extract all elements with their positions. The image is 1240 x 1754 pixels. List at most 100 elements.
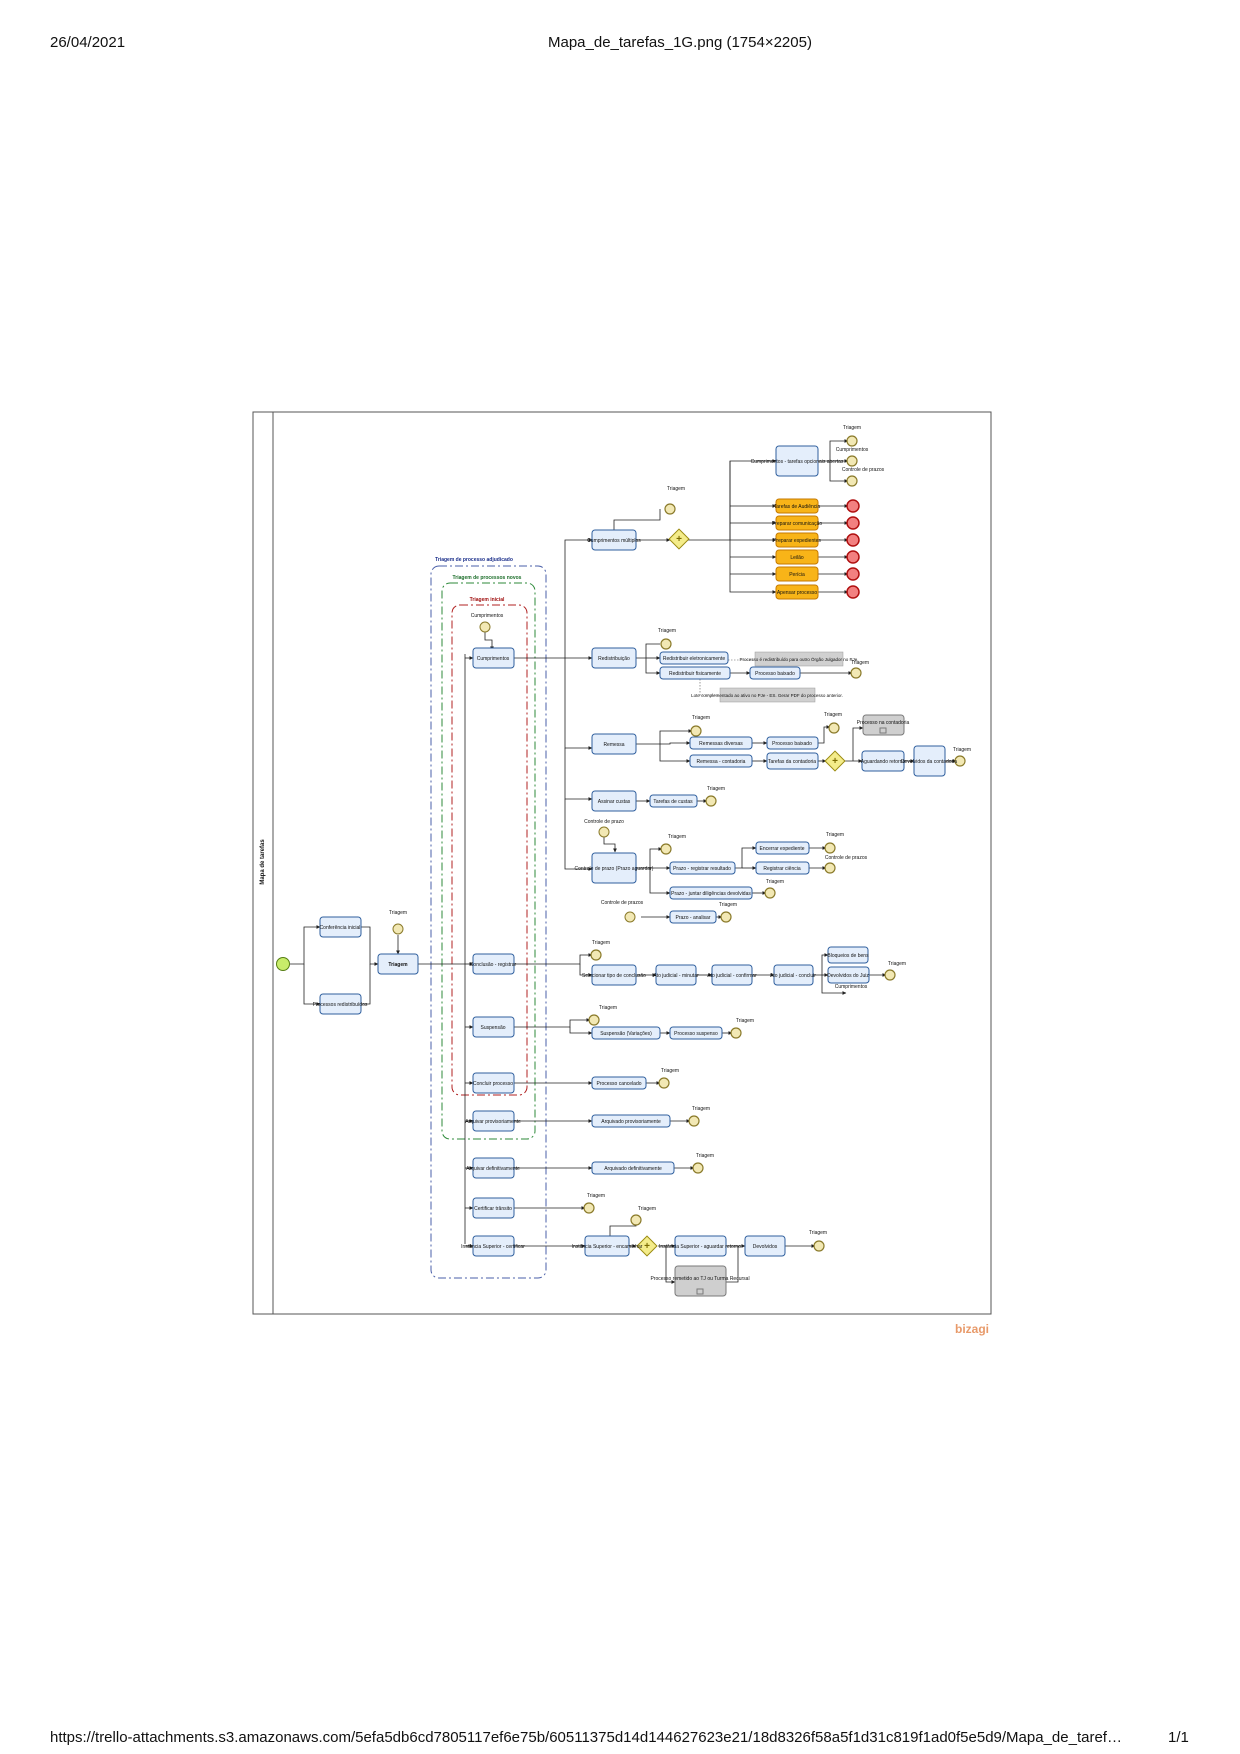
task-processo-suspenso[interactable]: Processo suspenso bbox=[669, 1026, 723, 1040]
svg-text:Arquivar provisoriamente: Arquivar provisoriamente bbox=[465, 1119, 521, 1125]
task-arquivado-def[interactable]: Arquivado definitivamente bbox=[591, 1161, 675, 1175]
task-leilao[interactable]: Leilão bbox=[775, 549, 819, 565]
task-instancia-certificar[interactable]: Instância Superior - certificar bbox=[461, 1235, 525, 1257]
task-selecionar-conclusao[interactable]: Selecionar tipo de conclusão bbox=[582, 964, 646, 986]
task-processo-cancelado[interactable]: Processo cancelado bbox=[591, 1076, 647, 1090]
task-triagem[interactable]: Triagem bbox=[377, 953, 419, 975]
svg-text:Leilão: Leilão bbox=[790, 555, 804, 561]
task-tarefas-audiencia[interactable]: Tarefas de Audiência bbox=[774, 498, 821, 514]
task-redistribuicao[interactable]: Redistribuição bbox=[591, 647, 637, 669]
task-conferencia[interactable]: Conferência inicial bbox=[319, 916, 362, 938]
task-remessas-diversas[interactable]: Remessas diversas bbox=[689, 736, 753, 750]
footer-url[interactable]: https://trello-attachments.s3.amazonaws.… bbox=[50, 1729, 1122, 1746]
svg-text:Ato judicial - concluir: Ato judicial - concluir bbox=[770, 973, 816, 979]
task-bloqueios[interactable]: Bloqueios de bens bbox=[827, 946, 869, 964]
svg-text:Redistribuir fisicamente: Redistribuir fisicamente bbox=[669, 671, 721, 677]
task-instancia-encaminhar[interactable]: Instância Superior - encaminhar bbox=[572, 1235, 643, 1257]
task-apensar[interactable]: Apensar processo bbox=[775, 584, 819, 600]
svg-text:+: + bbox=[644, 1241, 650, 1252]
task-ato-concluir[interactable]: Ato judicial - concluir bbox=[770, 964, 816, 986]
svg-text:Assinar custas: Assinar custas bbox=[598, 799, 631, 805]
task-prazo-juntar[interactable]: Prazo - juntar diligências devolvidas bbox=[669, 886, 753, 900]
task-concluir-processo[interactable]: Concluir processo bbox=[472, 1072, 515, 1094]
svg-text:Devolvidos do Juiz: Devolvidos do Juiz bbox=[827, 973, 869, 979]
label-triagem: Triagem bbox=[826, 832, 844, 838]
task-remessa-contadoria[interactable]: Remessa - contadoria bbox=[689, 754, 753, 768]
svg-text:Apensar processo: Apensar processo bbox=[777, 590, 818, 596]
task-cumprimentos-multiplos[interactable]: Cumprimentos múltiplos bbox=[587, 529, 641, 551]
svg-text:Arquivar definitivamente: Arquivar definitivamente bbox=[466, 1166, 520, 1172]
task-tarefas-contadoria[interactable]: Tarefas da contadoria bbox=[766, 752, 819, 770]
label-triagem: Triagem bbox=[692, 715, 710, 721]
group-inicial: Triagem inicial bbox=[451, 597, 528, 1096]
task-processo-contadoria[interactable]: Processo na contadoria bbox=[857, 714, 910, 736]
timer-event-controle-prazos bbox=[624, 911, 636, 923]
print-title: Mapa_de_tarefas_1G.png (1754×2205) bbox=[548, 34, 812, 51]
task-registrar-ciencia[interactable]: Registrar ciência bbox=[755, 861, 810, 875]
label-cumprimentos: Cumprimentos bbox=[835, 984, 868, 990]
task-devolvidos-juiz[interactable]: Devolvidos do Juiz bbox=[827, 966, 870, 984]
svg-text:Prazo - analisar: Prazo - analisar bbox=[675, 915, 710, 921]
label-triagem: Triagem bbox=[719, 902, 737, 908]
task-preparar-comunicacao[interactable]: Preparar comunicação bbox=[772, 515, 823, 531]
svg-text:Tarefas da contadoria: Tarefas da contadoria bbox=[768, 759, 816, 765]
svg-text:+: + bbox=[832, 756, 838, 767]
task-prazo-registrar[interactable]: Prazo - registrar resultado bbox=[669, 861, 736, 875]
svg-text:Encerrar expediente: Encerrar expediente bbox=[759, 846, 804, 852]
label-triagem: Triagem bbox=[667, 486, 685, 492]
task-devolvidos[interactable]: Devolvidos bbox=[744, 1235, 786, 1257]
timer-event-triagem bbox=[392, 923, 404, 935]
task-processo-baixado[interactable]: Processo baixado bbox=[749, 666, 801, 680]
svg-text:Ato judicial - minutar: Ato judicial - minutar bbox=[653, 973, 699, 979]
task-devolvidos-contadoria[interactable]: Devolvidos da contadoria bbox=[901, 745, 957, 777]
task-remessa[interactable]: Remessa bbox=[591, 733, 637, 755]
svg-text:Processo baixado: Processo baixado bbox=[755, 671, 795, 677]
svg-text:Processo cancelado: Processo cancelado bbox=[596, 1081, 641, 1087]
label-triagem-timer: Triagem bbox=[389, 910, 407, 916]
task-suspensao-variacoes[interactable]: Suspensão (Variações) bbox=[591, 1026, 661, 1040]
parallel-gateway-instancia: + bbox=[636, 1235, 658, 1257]
task-conclusao-registrar[interactable]: Conclusão - registrar bbox=[470, 953, 517, 975]
task-encerrar-expediente[interactable]: Encerrar expediente bbox=[755, 841, 810, 855]
start-event bbox=[276, 957, 290, 971]
task-cumprimentos-tarefas[interactable]: Cumprimentos - tarefas opcionais abertas bbox=[751, 445, 844, 477]
footer-page: 1/1 bbox=[1168, 1729, 1189, 1746]
task-assinar-custas[interactable]: Assinar custas bbox=[591, 790, 637, 812]
svg-text:Redistribuição: Redistribuição bbox=[598, 656, 630, 662]
print-date: 26/04/2021 bbox=[50, 34, 126, 51]
svg-text:Suspensão: Suspensão bbox=[480, 1025, 505, 1031]
group-inicial-label: Triagem inicial bbox=[470, 597, 505, 603]
svg-text:Conferência inicial: Conferência inicial bbox=[320, 925, 361, 931]
task-arquivado-prov[interactable]: Arquivado provisoriamente bbox=[591, 1114, 671, 1128]
task-instancia-aguardar[interactable]: Instância Superior - aguardar retorno bbox=[659, 1235, 741, 1257]
task-suspensao[interactable]: Suspensão bbox=[472, 1016, 515, 1038]
task-arquivar-prov[interactable]: Arquivar provisoriamente bbox=[465, 1110, 521, 1132]
task-ato-confirmar[interactable]: Ato judicial - confirmar bbox=[707, 964, 757, 986]
label-cumprimentos-timer: Cumprimentos bbox=[471, 613, 504, 619]
svg-text:Cumprimentos - tarefas opciona: Cumprimentos - tarefas opcionais abertas bbox=[751, 459, 844, 465]
task-pericia[interactable]: Perícia bbox=[775, 566, 819, 582]
svg-text:Prazo - registrar resultado: Prazo - registrar resultado bbox=[673, 866, 731, 872]
label-controle-prazos-timer: Controle de prazos bbox=[601, 900, 644, 906]
task-tarefas-custas[interactable]: Tarefas de custas bbox=[649, 794, 698, 808]
svg-text:Processo remetido ao TJ ou Tur: Processo remetido ao TJ ou Turma Recursa… bbox=[650, 1276, 749, 1282]
label-controle-prazo-timer: Controle de prazo bbox=[584, 819, 624, 825]
group-adjudicado-label: Triagem de processo adjudicado bbox=[435, 557, 513, 563]
task-certificar-transito[interactable]: Certificar trânsito bbox=[472, 1197, 515, 1219]
task-controle-prazo[interactable]: Controle de prazo (Prazo aguardar) bbox=[575, 852, 654, 884]
task-prazo-analisar[interactable]: Prazo - analisar bbox=[669, 910, 717, 924]
task-redistribuidos[interactable]: Processos redistribuídos bbox=[313, 993, 368, 1015]
task-aguardando-retorno[interactable]: Aguardando retorno bbox=[861, 750, 906, 772]
label-cumprimentos: Cumprimentos bbox=[836, 447, 869, 453]
task-preparar-expedientes[interactable]: Preparar expedientes bbox=[773, 532, 821, 548]
task-processo-remetido[interactable]: Processo remetido ao TJ ou Turma Recursa… bbox=[650, 1265, 750, 1297]
task-processo-baixado2[interactable]: Processo baixado bbox=[766, 736, 819, 750]
task-arquivar-def[interactable]: Arquivar definitivamente bbox=[466, 1157, 520, 1179]
task-ato-minutar[interactable]: Ato judicial - minutar bbox=[653, 964, 699, 986]
task-redistribuir-fis[interactable]: Redistribuir fisicamente bbox=[659, 666, 731, 680]
task-cumprimentos[interactable]: Cumprimentos bbox=[472, 647, 515, 669]
task-redistribuir-elet[interactable]: Redistribuir eletronicamente bbox=[659, 651, 729, 665]
note-redistribuido: Processo é redistribuído para outro Órgã… bbox=[739, 651, 859, 667]
label-triagem: Triagem bbox=[843, 425, 861, 431]
svg-text:Suspensão (Variações): Suspensão (Variações) bbox=[600, 1031, 652, 1037]
